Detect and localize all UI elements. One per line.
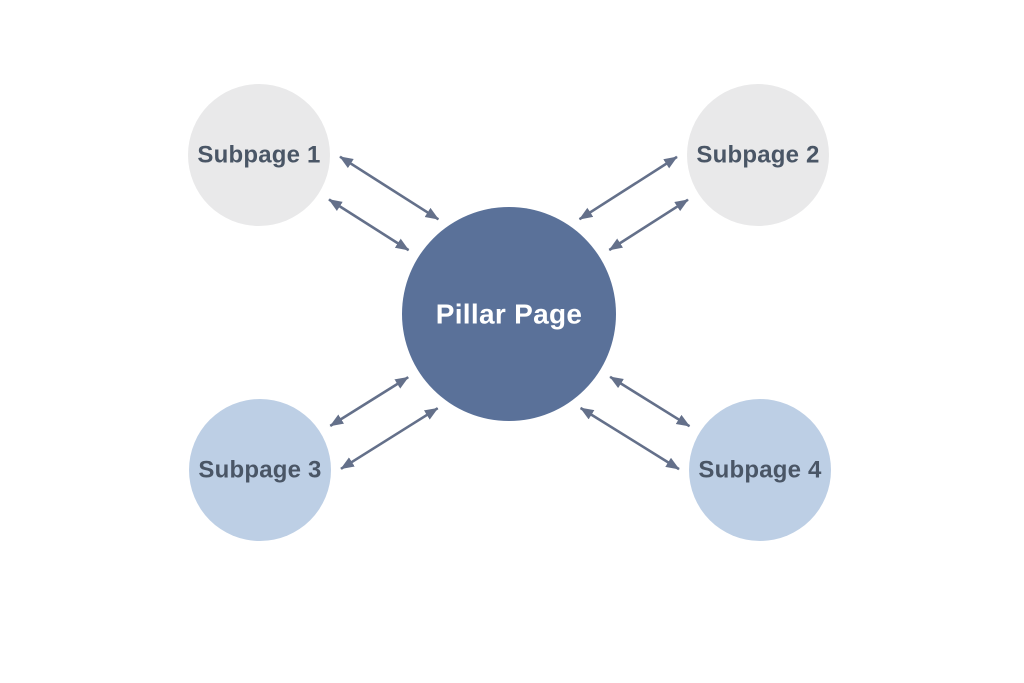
connection-arrow-pillar-subpage-2 (578, 155, 678, 221)
connection-arrow-pillar-subpage-1 (328, 198, 410, 252)
subpage-3-circle (189, 399, 331, 541)
node-subpage-2: Subpage 2 (687, 84, 829, 226)
node-subpage-3: Subpage 3 (189, 399, 331, 541)
subpage-3-label: Subpage 3 (198, 457, 321, 484)
connection-arrow-pillar-subpage-3 (329, 376, 409, 428)
connection-arrow-pillar-subpage-3 (340, 407, 439, 470)
node-pillar-page: Pillar Page (402, 207, 616, 421)
node-subpage-1: Subpage 1 (188, 84, 330, 226)
connection-arrow-pillar-subpage-4 (609, 375, 691, 428)
subpage-1-label: Subpage 1 (197, 142, 320, 169)
pillar-page-circle (402, 207, 616, 421)
connection-arrow-pillar-subpage-2 (608, 198, 689, 252)
subpage-4-circle (689, 399, 831, 541)
connection-arrow-pillar-subpage-4 (579, 406, 680, 471)
node-subpage-4: Subpage 4 (689, 399, 831, 541)
connection-arrows-layer (328, 155, 691, 471)
connection-arrow-pillar-subpage-1 (339, 155, 440, 221)
pillar-page-label: Pillar Page (436, 299, 583, 330)
subpage-4-label: Subpage 4 (698, 457, 822, 484)
subpage-1-circle (188, 84, 330, 226)
subpage-2-circle (687, 84, 829, 226)
subpage-2-label: Subpage 2 (696, 142, 819, 169)
